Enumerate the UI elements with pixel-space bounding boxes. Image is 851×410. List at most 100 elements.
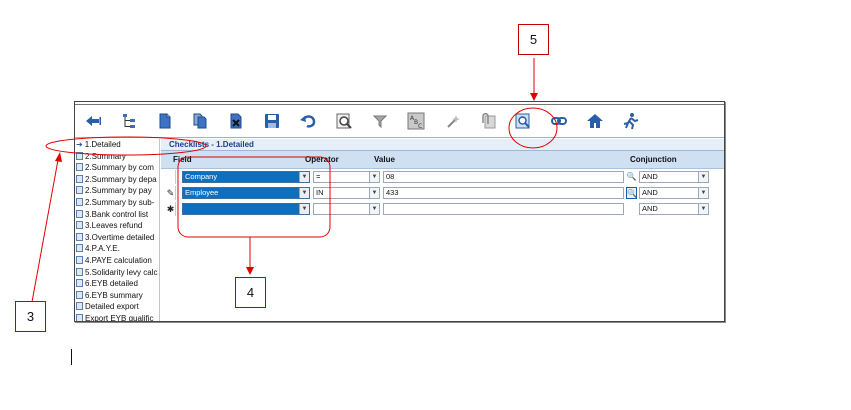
sidebar-item[interactable]: 2.Summary by com — [75, 162, 159, 174]
preview-icon[interactable] — [334, 111, 354, 131]
report-icon — [76, 279, 83, 288]
filter-icon[interactable] — [370, 111, 390, 131]
operator-select[interactable]: =▼ — [313, 171, 380, 183]
operator-select[interactable]: IN ▼ — [313, 187, 380, 199]
report-icon — [76, 221, 83, 230]
search-criteria-icon[interactable] — [513, 111, 533, 131]
conjunction-select[interactable]: AND ▼ — [639, 187, 709, 199]
chevron-down-icon[interactable]: ▼ — [299, 188, 309, 198]
sidebar-item[interactable]: 4.P.A.Y.E. — [75, 243, 159, 255]
chevron-down-icon[interactable]: ▼ — [369, 204, 379, 214]
conjunction-value: AND — [642, 172, 658, 181]
operator-select[interactable]: ▼ — [313, 203, 380, 215]
copy-document-icon[interactable] — [190, 111, 210, 131]
text-cursor — [71, 349, 72, 365]
criteria-row: ✎ Employee▼ IN▼ 433 🔍 AND▼ — [161, 185, 724, 201]
column-header-field: Field — [173, 155, 192, 164]
magic-wand-icon[interactable] — [442, 111, 462, 131]
sidebar-item-label: 4.P.A.Y.E. — [85, 244, 120, 254]
tree-icon[interactable] — [119, 111, 139, 131]
sidebar-item-label: Detailed export — [85, 302, 139, 312]
sidebar-item-label: 5.Solidarity levy calc — [85, 267, 158, 277]
conjunction-select[interactable]: AND▼ — [639, 203, 709, 215]
sidebar-item[interactable]: 2.Summary by sub- — [75, 197, 159, 209]
sidebar-item-label: 2.Summary — [85, 151, 126, 161]
report-icon — [76, 255, 83, 264]
column-header-value: Value — [374, 155, 395, 164]
chevron-down-icon[interactable]: ▼ — [698, 172, 708, 182]
sidebar-item-label: 2.Summary by depa — [85, 174, 157, 184]
column-header-conjunction: Conjunction — [630, 155, 677, 164]
report-icon — [76, 290, 83, 299]
sidebar-item-1-detailed[interactable]: ➜1.Detailed — [75, 139, 159, 151]
search-icon[interactable]: 🔍 — [626, 187, 637, 199]
report-icon — [76, 267, 83, 276]
sidebar-item[interactable]: 3.Overtime detailed — [75, 232, 159, 244]
report-icon — [76, 313, 83, 321]
sidebar-item[interactable]: Detailed export — [75, 301, 159, 313]
field-select[interactable]: Employee ▼ — [182, 187, 310, 199]
grid-header: Field Operator Value Conjunction — [161, 151, 724, 169]
report-icon — [76, 163, 83, 172]
attachment-icon[interactable] — [478, 111, 498, 131]
conjunction-value: AND — [642, 188, 658, 197]
sidebar-item-label: Export EYB qualific — [85, 313, 154, 322]
column-header-operator: Operator — [305, 155, 339, 164]
sidebar-item[interactable]: 5.Solidarity levy calc — [75, 267, 159, 279]
home-icon[interactable] — [585, 111, 605, 131]
annotation-arrow-3 — [31, 159, 59, 303]
toolbar-divider — [75, 104, 724, 105]
value-input[interactable]: 08 — [383, 171, 624, 183]
report-icon — [76, 197, 83, 206]
row-indicator — [166, 170, 176, 184]
value-input[interactable]: 433 — [383, 187, 624, 199]
sidebar-item[interactable]: 4.PAYE calculation — [75, 255, 159, 267]
sidebar-item-label: 1.Detailed — [84, 140, 121, 149]
svg-text:B: B — [414, 119, 418, 126]
report-icon — [76, 151, 83, 160]
report-icon — [76, 232, 83, 241]
chevron-down-icon[interactable]: ▼ — [698, 188, 708, 198]
field-select[interactable]: Company▼ — [182, 171, 310, 183]
sidebar-item[interactable]: 6.EYB summary — [75, 290, 159, 302]
run-icon[interactable] — [620, 111, 640, 131]
sidebar-item[interactable]: 2.Summary by pay — [75, 185, 159, 197]
sidebar-item[interactable]: 3.Leaves refund — [75, 220, 159, 232]
sidebar-item[interactable]: 6.EYB detailed — [75, 278, 159, 290]
conjunction-select[interactable]: AND ▼ — [639, 171, 709, 183]
document-icon[interactable] — [155, 111, 175, 131]
sidebar-item-label: 2.Summary by sub- — [85, 197, 155, 207]
chevron-down-icon[interactable]: ▼ — [299, 204, 309, 214]
sidebar-item[interactable]: 2.Summary — [75, 151, 159, 163]
value-input[interactable] — [383, 203, 624, 215]
chevron-down-icon[interactable]: ▼ — [369, 172, 379, 182]
chevron-down-icon[interactable]: ▼ — [299, 172, 309, 182]
report-list-sidebar: ➜1.Detailed 2.Summary 2.Summary by com 2… — [75, 139, 160, 322]
annotation-arrowhead-5 — [530, 93, 538, 101]
new-row-asterisk-icon: ✱ — [166, 202, 176, 216]
callout-4: 4 — [235, 277, 266, 308]
sidebar-item[interactable]: 2.Summary by depa — [75, 174, 159, 186]
annotation-arrowhead-3 — [55, 152, 62, 162]
callout-3: 3 — [15, 301, 46, 332]
back-icon[interactable] — [83, 111, 103, 131]
search-icon[interactable]: 🔍 — [626, 172, 637, 181]
report-icon — [76, 174, 83, 183]
panel-title: Checklists - 1.Detailed — [161, 139, 724, 151]
operator-value: IN — [316, 188, 324, 197]
chevron-down-icon[interactable]: ▼ — [698, 204, 708, 214]
field-select[interactable]: ▼ — [182, 203, 310, 215]
sidebar-item[interactable]: Export EYB qualific — [75, 313, 159, 322]
sidebar-item[interactable]: 3.Bank control list — [75, 209, 159, 221]
link-icon[interactable] — [549, 111, 569, 131]
undo-icon[interactable] — [298, 111, 318, 131]
save-icon[interactable] — [262, 111, 282, 131]
sidebar-item-label: 4.PAYE calculation — [85, 255, 152, 265]
sidebar-item-label: 3.Leaves refund — [85, 221, 143, 231]
report-icon — [76, 209, 83, 218]
field-value: Employee — [185, 188, 219, 197]
delete-document-icon[interactable] — [226, 111, 246, 131]
chevron-down-icon[interactable]: ▼ — [369, 188, 379, 198]
